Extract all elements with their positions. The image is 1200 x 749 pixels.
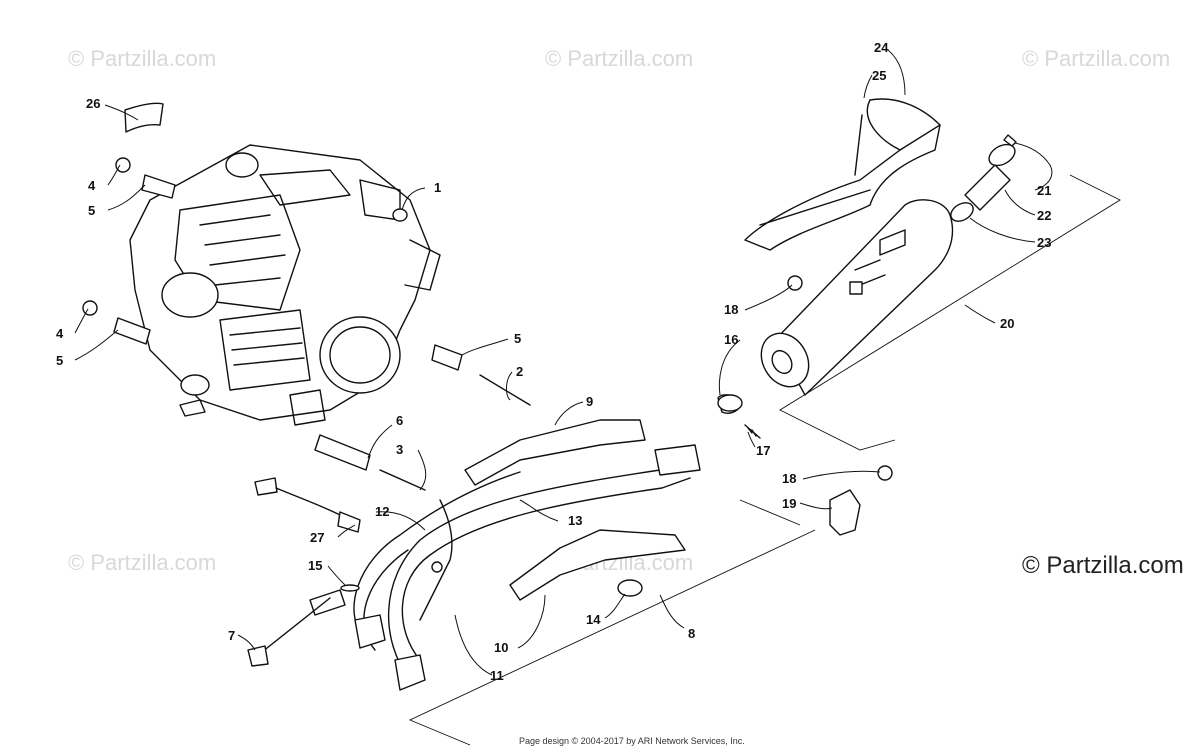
callout-label: 12 [375, 504, 389, 519]
callout-label: 1 [434, 180, 441, 195]
watermark: © Partzilla.com [68, 550, 216, 575]
callout-label: 5 [514, 331, 521, 346]
watermark: © Partzilla.com [68, 46, 216, 71]
callout-label: 22 [1037, 208, 1051, 223]
callout-label: 19 [782, 496, 796, 511]
callout-label: 18 [782, 471, 796, 486]
callout-label: 21 [1037, 183, 1051, 198]
callout-label: 18 [724, 302, 738, 317]
callout-label: 20 [1000, 316, 1014, 331]
callout-label: 17 [756, 443, 770, 458]
fasteners [82, 102, 893, 667]
callout-labels: 1 2 3 4 4 5 5 5 6 7 8 9 10 11 12 13 14 1… [56, 40, 1051, 683]
watermark-large: © Partzilla.com [1022, 552, 1184, 579]
heat-shield [744, 98, 941, 251]
callout-label: 10 [494, 640, 508, 655]
callout-label: 5 [56, 353, 63, 368]
spark-arrestor [950, 134, 1017, 222]
watermark: © Partzilla.com [1022, 46, 1170, 71]
callout-label: 9 [586, 394, 593, 409]
leader-lines [74, 49, 1053, 676]
callout-label: 2 [516, 364, 523, 379]
callout-label: 5 [88, 203, 95, 218]
engine-illustration [129, 144, 441, 426]
callout-label: 11 [490, 668, 504, 683]
callout-label: 4 [56, 326, 64, 341]
assembly-bracket-lines [408, 174, 1121, 746]
watermark: © Partzilla.com [545, 46, 693, 71]
callout-label: 6 [396, 413, 403, 428]
callout-label: 15 [308, 558, 322, 573]
callout-label: 7 [228, 628, 235, 643]
callout-label: 16 [724, 332, 738, 347]
copyright-footer: Page design © 2004-2017 by ARI Network S… [519, 736, 745, 746]
muffler [760, 199, 954, 396]
callout-label: 4 [88, 178, 96, 193]
callout-label: 23 [1037, 235, 1051, 250]
callout-label: 8 [688, 626, 695, 641]
callout-label: 25 [872, 68, 886, 83]
callout-label: 3 [396, 442, 403, 457]
callout-label: 26 [86, 96, 100, 111]
callout-label: 24 [874, 40, 889, 55]
header-pipe-assembly [353, 394, 741, 691]
callout-label: 13 [568, 513, 582, 528]
callout-label: 27 [310, 530, 324, 545]
callout-label: 14 [586, 612, 601, 627]
